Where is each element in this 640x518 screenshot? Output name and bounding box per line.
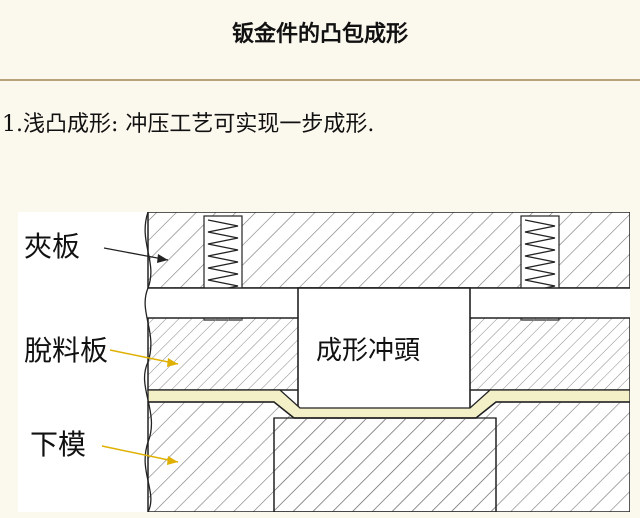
leader-clamp bbox=[103, 247, 169, 263]
die-cross-section bbox=[101, 211, 631, 513]
label-forming-punch: 成形冲頭 bbox=[316, 336, 421, 366]
label-stripper-plate: 脫料板 bbox=[22, 334, 111, 367]
subtitle-text: 1.浅凸成形: 冲压工艺可实现一步成形. bbox=[2, 112, 375, 137]
forming-punch bbox=[297, 287, 471, 411]
page-title: 钣金件的凸包成形 bbox=[231, 22, 408, 47]
lower-die bbox=[147, 401, 631, 513]
title-divider bbox=[0, 79, 640, 81]
leader-stripper bbox=[109, 349, 179, 367]
label-clamp-plate: 夾板 bbox=[22, 230, 83, 263]
label-lower-die: 下模 bbox=[28, 428, 89, 461]
leader-lower-die bbox=[101, 445, 179, 465]
forming-die-diagram: 夾板 脫料板 下模 成形冲頭 bbox=[18, 211, 631, 513]
